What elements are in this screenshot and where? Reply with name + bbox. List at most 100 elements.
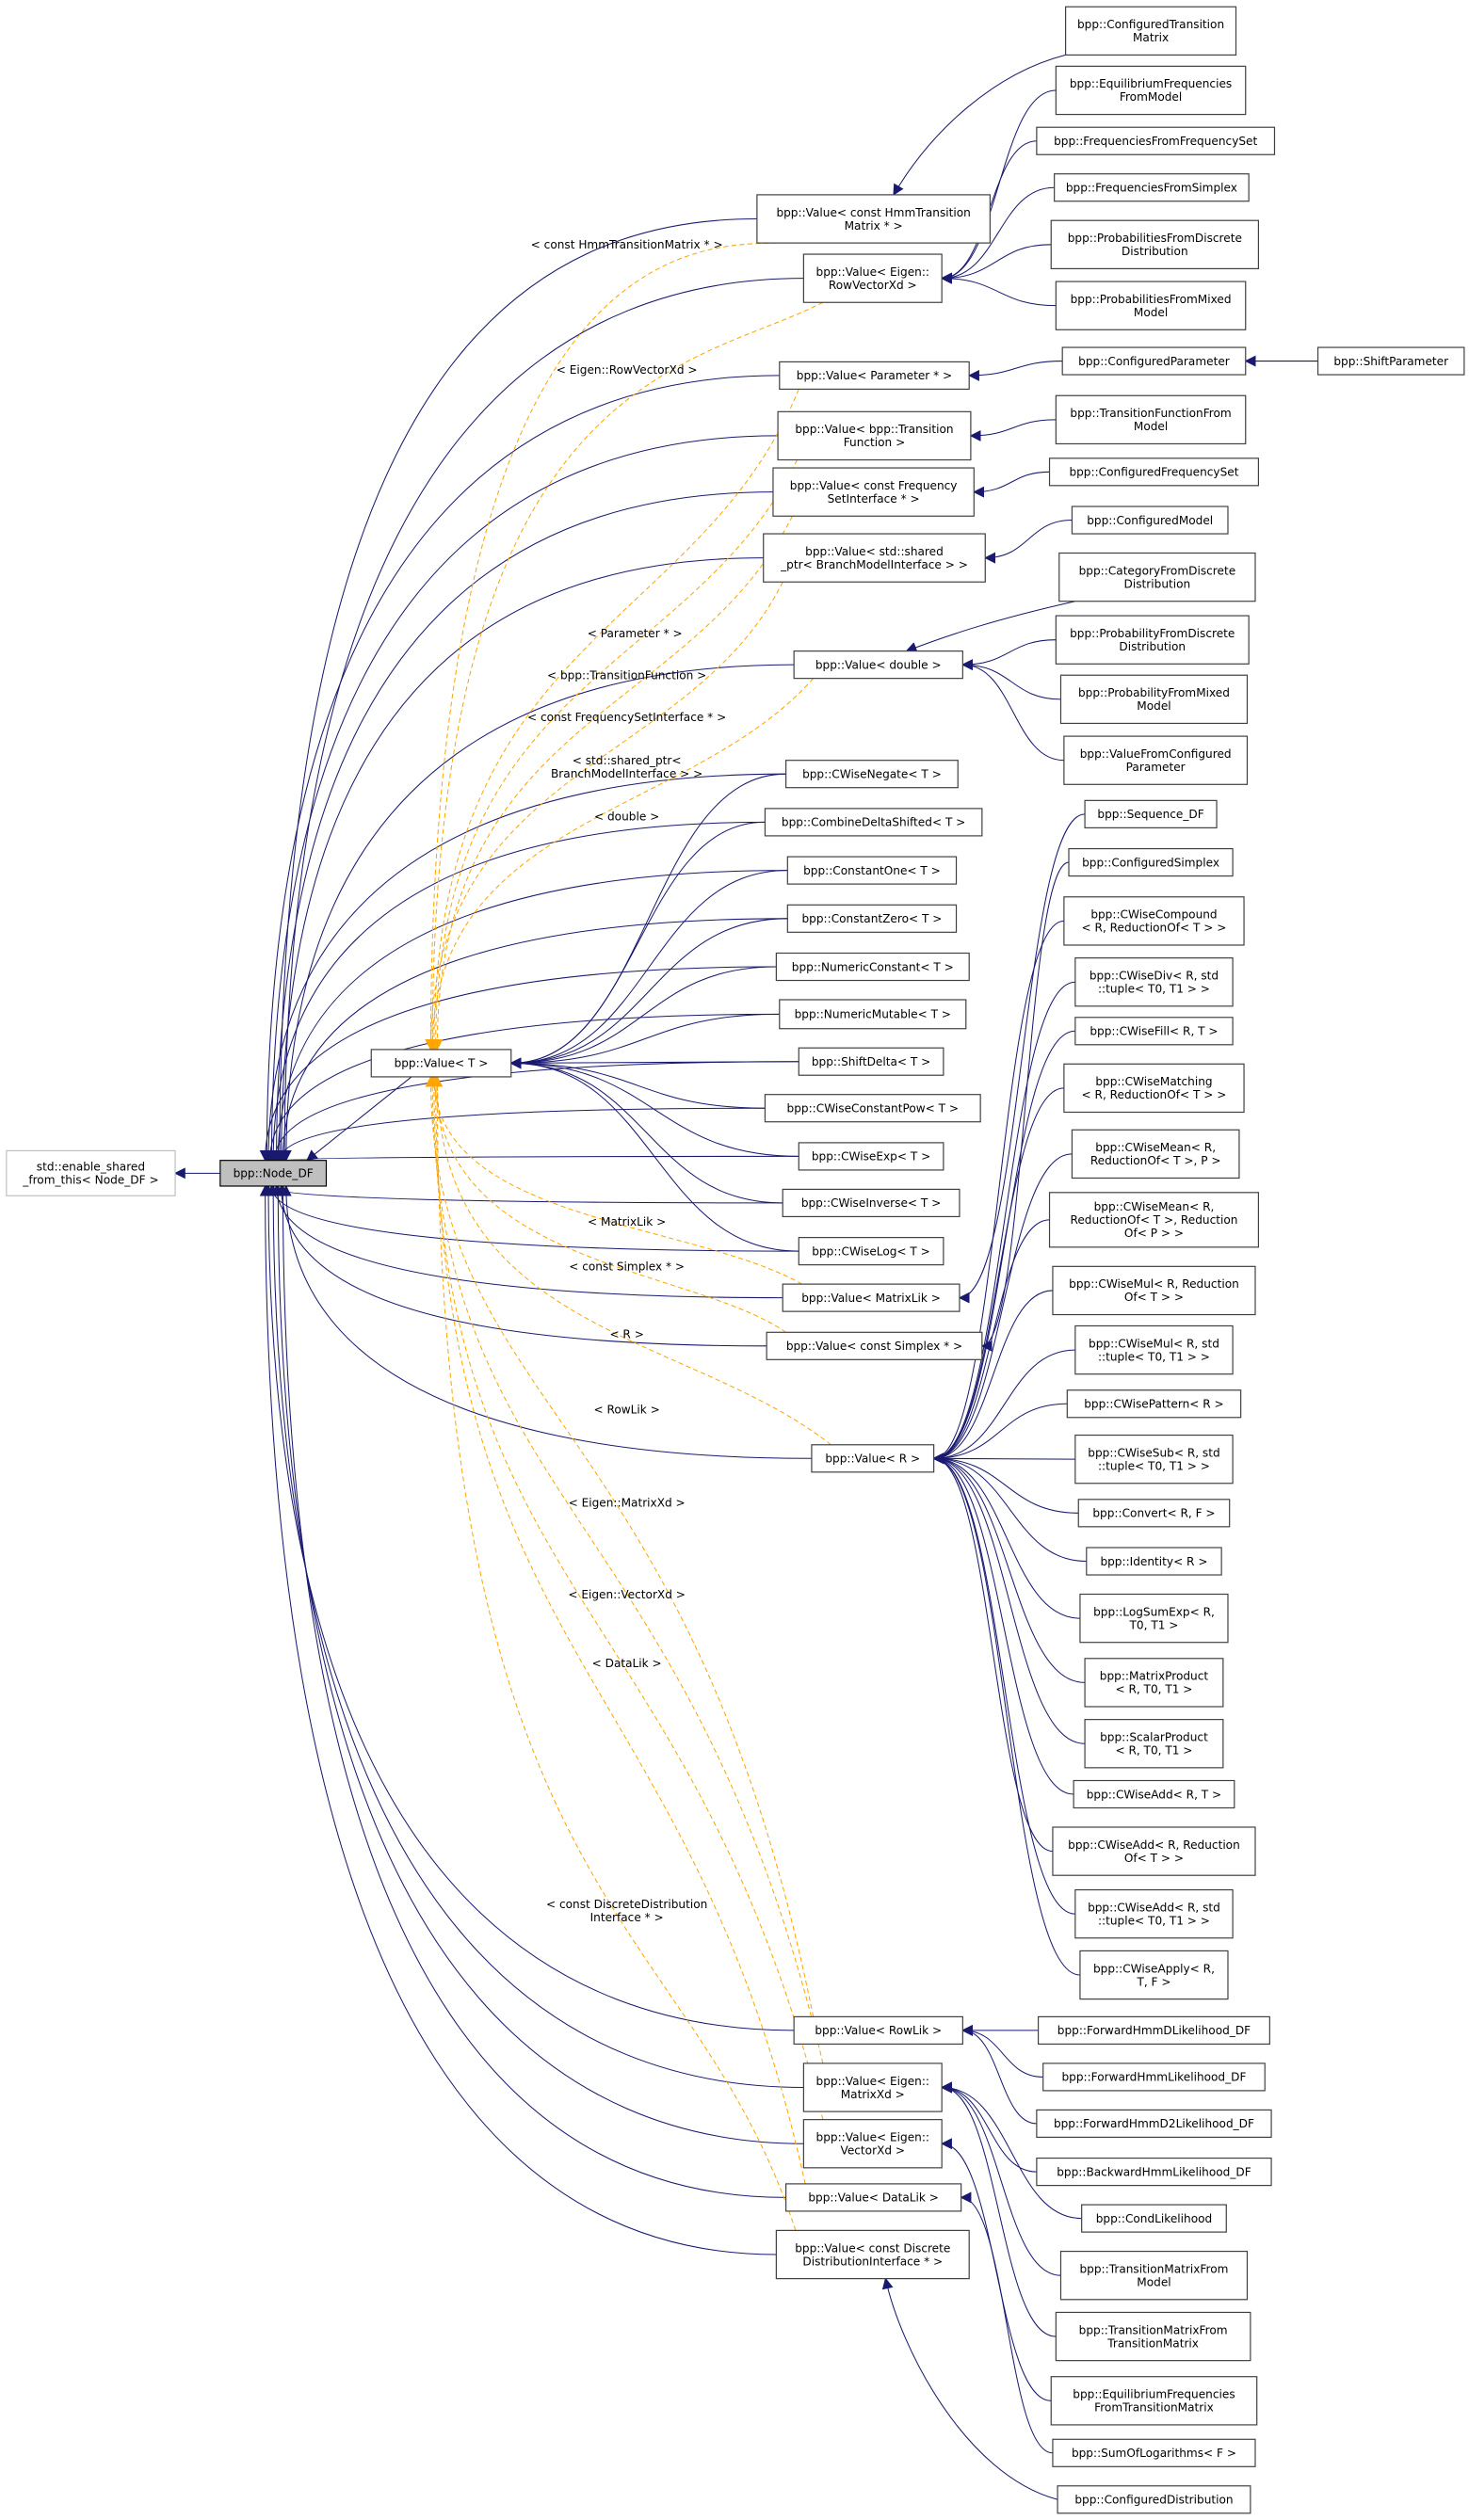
class-node[interactable]: bpp::CWiseInverse< T > (782, 1188, 960, 1218)
class-node[interactable]: bpp::CWiseNegate< T > (785, 760, 959, 789)
class-node[interactable]: bpp::CWiseCompound< R, ReductionOf< T > … (1063, 896, 1245, 946)
class-node[interactable]: bpp::ScalarProduct< R, T0, T1 > (1084, 1719, 1224, 1769)
class-node[interactable]: bpp::Identity< R > (1086, 1547, 1222, 1576)
class-node[interactable]: bpp::Value< T > (370, 1049, 512, 1078)
inheritance-edge (932, 1349, 1075, 1465)
class-node[interactable]: bpp::CWiseAdd< R, T > (1073, 1779, 1235, 1809)
class-box (6, 1149, 176, 1196)
class-node[interactable]: bpp::CWiseSub< R, std::tuple< T0, T1 > > (1074, 1434, 1234, 1485)
class-node[interactable]: bpp::ConfiguredParameter (1061, 346, 1247, 376)
inheritance-edge (509, 966, 777, 1069)
inheritance-edge (280, 1149, 799, 1162)
class-node[interactable]: bpp::ShiftParameter (1316, 346, 1465, 376)
class-box (793, 2015, 963, 2046)
class-node[interactable]: bpp::ForwardHmmLikelihood_DF (1042, 2063, 1266, 2092)
focus-class-node-df[interactable]: bpp::Node_DF (219, 1160, 328, 1187)
class-node[interactable]: bpp::CWiseMul< R, ReductionOf< T > > (1052, 1265, 1256, 1316)
class-node[interactable]: bpp::ForwardHmmD2Likelihood_DF (1036, 2109, 1272, 2139)
class-node[interactable]: bpp::Value< Eigen::MatrixXd > (802, 2063, 943, 2112)
class-node[interactable]: bpp::CWiseApply< R,T, F > (1079, 1950, 1229, 2000)
class-node[interactable]: bpp::ConfiguredSimplex (1068, 847, 1234, 877)
class-name: ReductionOf< T >, P > (1090, 1154, 1221, 1167)
class-node[interactable]: bpp::CWiseLog< T > (798, 1237, 944, 1266)
inheritance-edge (267, 821, 766, 1162)
class-node[interactable]: bpp::CWisePattern< R > (1066, 1389, 1242, 1419)
class-node[interactable]: bpp::CWiseMean< R,ReductionOf< T >, Redu… (1048, 1192, 1260, 1248)
class-node[interactable]: bpp::Value< R > (811, 1444, 935, 1473)
class-node[interactable]: bpp::FrequenciesFromSimplex (1054, 173, 1250, 202)
class-box (793, 650, 963, 680)
class-node[interactable]: bpp::Convert< R, F > (1077, 1499, 1231, 1528)
class-name: SetInterface * > (828, 492, 920, 506)
external-class-node[interactable]: std::enable_shared_from_this< Node_DF > (6, 1149, 176, 1196)
class-node[interactable]: bpp::Value< RowLik > (793, 2015, 963, 2046)
inheritance-edge (932, 1087, 1064, 1465)
template-argument-label: < const DiscreteDistribution (546, 1898, 707, 1911)
class-node[interactable]: bpp::Value< Parameter * > (779, 361, 970, 391)
class-node[interactable]: bpp::Value< const Simplex * > (766, 1331, 983, 1360)
class-node[interactable]: bpp::CWiseConstantPow< T > (764, 1094, 981, 1123)
inheritance-edge (932, 1153, 1073, 1465)
class-node[interactable]: bpp::BackwardHmmLikelihood_DF (1036, 2157, 1272, 2187)
class-node[interactable]: bpp::SumOfLogarithms< F > (1052, 2438, 1256, 2467)
class-box (1074, 957, 1234, 1007)
class-node[interactable]: bpp::EquilibriumFrequenciesFromTransitio… (1050, 2376, 1258, 2426)
class-node[interactable]: bpp::CWiseMean< R,ReductionOf< T >, P > (1071, 1129, 1240, 1180)
class-node[interactable]: bpp::CWiseAdd< R, std::tuple< T0, T1 > > (1074, 1888, 1234, 1939)
class-node[interactable]: bpp::CWiseAdd< R, ReductionOf< T > > (1052, 1826, 1256, 1876)
class-node[interactable]: bpp::CWiseDiv< R, std::tuple< T0, T1 > > (1074, 957, 1234, 1007)
class-node[interactable]: bpp::ConstantOne< T > (786, 856, 958, 885)
class-node[interactable]: bpp::ConfiguredDistribution (1057, 2485, 1251, 2514)
class-node[interactable]: bpp::ConfiguredFrequencySet (1048, 457, 1260, 487)
inheritance-edge (932, 1453, 1086, 1744)
class-node[interactable]: bpp::Value< MatrixLik > (782, 1283, 960, 1312)
class-name: bpp::CWiseMatching (1095, 1075, 1212, 1088)
class-box (1063, 1063, 1245, 1114)
class-node[interactable]: bpp::NumericMutable< T > (779, 999, 967, 1030)
class-name: bpp::EquilibriumFrequencies (1073, 2388, 1235, 2401)
class-box (1063, 896, 1245, 946)
class-name: Matrix (1133, 31, 1169, 44)
class-node[interactable]: bpp::Value< const DiscreteDistributionIn… (775, 2229, 970, 2280)
class-node[interactable]: bpp::ShiftDelta< T > (798, 1047, 944, 1076)
class-node[interactable]: bpp::ConstantZero< T > (786, 904, 958, 933)
class-node[interactable]: bpp::CWiseMatching< R, ReductionOf< T > … (1063, 1063, 1245, 1114)
class-node[interactable]: bpp::CombineDeltaShifted< T > (764, 808, 983, 837)
class-node[interactable]: bpp::CWiseFill< R, T > (1074, 1017, 1234, 1046)
class-node[interactable]: bpp::ProbabilitiesFromDiscreteDistributi… (1050, 219, 1260, 270)
class-node[interactable]: bpp::LogSumExp< R,T0, T1 > (1079, 1593, 1229, 1644)
inheritance-edge (509, 918, 788, 1069)
class-box (1063, 735, 1249, 785)
inheritance-edge (961, 639, 1057, 671)
class-node[interactable]: bpp::Value< const FrequencySetInterface … (772, 467, 975, 517)
class-box (785, 2183, 962, 2212)
class-node[interactable]: bpp::ForwardHmmDLikelihood_DF (1037, 2015, 1270, 2046)
class-node[interactable]: bpp::FrequenciesFromFrequencySet (1036, 126, 1276, 155)
class-node[interactable]: bpp::Value< bpp::TransitionFunction > (777, 410, 972, 461)
class-node[interactable]: bpp::ConfiguredModel (1071, 506, 1229, 535)
class-node[interactable]: bpp::Value< double > (793, 650, 963, 680)
class-node[interactable]: bpp::Value< const HmmTransitionMatrix * … (756, 194, 991, 244)
class-node[interactable]: bpp::Sequence_DF (1084, 799, 1218, 828)
class-node[interactable]: bpp::MatrixProduct< R, T0, T1 > (1084, 1658, 1224, 1708)
class-node[interactable]: bpp::CWiseMul< R, std::tuple< T0, T1 > > (1074, 1324, 1234, 1375)
class-node[interactable]: bpp::TransitionMatrixFromTransitionMatri… (1055, 2311, 1251, 2362)
class-node[interactable]: bpp::Value< std::shared_ptr< BranchModel… (763, 533, 986, 583)
inheritance-edge (932, 1453, 1075, 1915)
class-node[interactable]: bpp::Value< Eigen::VectorXd > (802, 2119, 943, 2169)
class-box (1081, 2204, 1227, 2233)
class-node[interactable]: bpp::Value< Eigen::RowVectorXd > (802, 253, 943, 303)
class-node[interactable]: bpp::CondLikelihood (1081, 2204, 1227, 2233)
class-node[interactable]: bpp::Value< DataLik > (785, 2183, 962, 2212)
class-node[interactable]: bpp::NumericConstant< T > (775, 952, 970, 982)
class-node[interactable]: bpp::CWiseExp< T > (798, 1142, 944, 1171)
